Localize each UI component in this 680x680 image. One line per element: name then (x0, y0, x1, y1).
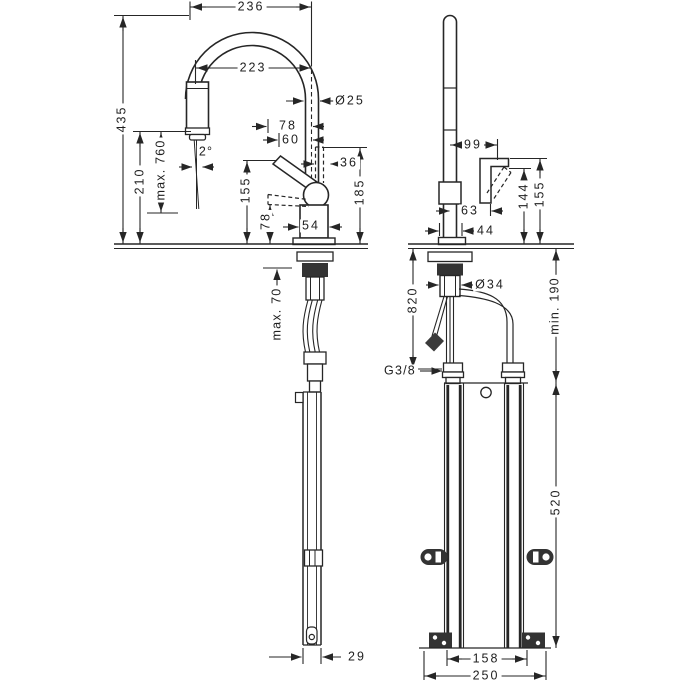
dim-label-520: 520 (548, 486, 563, 518)
dim-label-29: 29 (346, 649, 368, 664)
dim-label-250: 250 (470, 669, 502, 680)
dim-label-60: 60 (280, 132, 302, 147)
dim-label-223: 223 (237, 60, 269, 75)
dim-label-36: 36 (338, 155, 360, 170)
dim-label-dia34: Ø34 (473, 277, 507, 292)
dim-label-185: 185 (352, 176, 367, 208)
dim-label-44: 44 (475, 223, 497, 238)
dim-label-158: 158 (470, 651, 502, 666)
dim-label-99: 99 (462, 137, 484, 152)
deck-lines (114, 243, 574, 249)
dim-label-210: 210 (132, 165, 147, 197)
dim-label-78-handle: 78 (258, 210, 273, 232)
dim-label-g38: G3/8 (382, 363, 418, 378)
front-view-faucet (184, 31, 336, 646)
dim-label-63: 63 (459, 203, 481, 218)
side-view-faucet (419, 14, 554, 649)
dimension-lines (114, 1, 560, 680)
dim-label-155-left: 155 (238, 174, 253, 206)
dim-label-155-right: 155 (532, 178, 547, 210)
dim-label-dia25: Ø25 (333, 93, 367, 108)
dim-label-max70: max. 70 (269, 285, 284, 343)
dim-label-max760: max. 760 (153, 137, 168, 203)
dim-label-min190: min. 190 (547, 275, 562, 337)
angle-label-2deg: 2° (196, 144, 216, 159)
dim-label-236: 236 (235, 0, 267, 14)
dim-label-435: 435 (114, 103, 129, 135)
dim-label-54: 54 (300, 218, 322, 233)
dim-label-144: 144 (516, 180, 531, 212)
dim-label-78-top: 78 (277, 118, 299, 133)
dim-label-820: 820 (405, 284, 420, 316)
